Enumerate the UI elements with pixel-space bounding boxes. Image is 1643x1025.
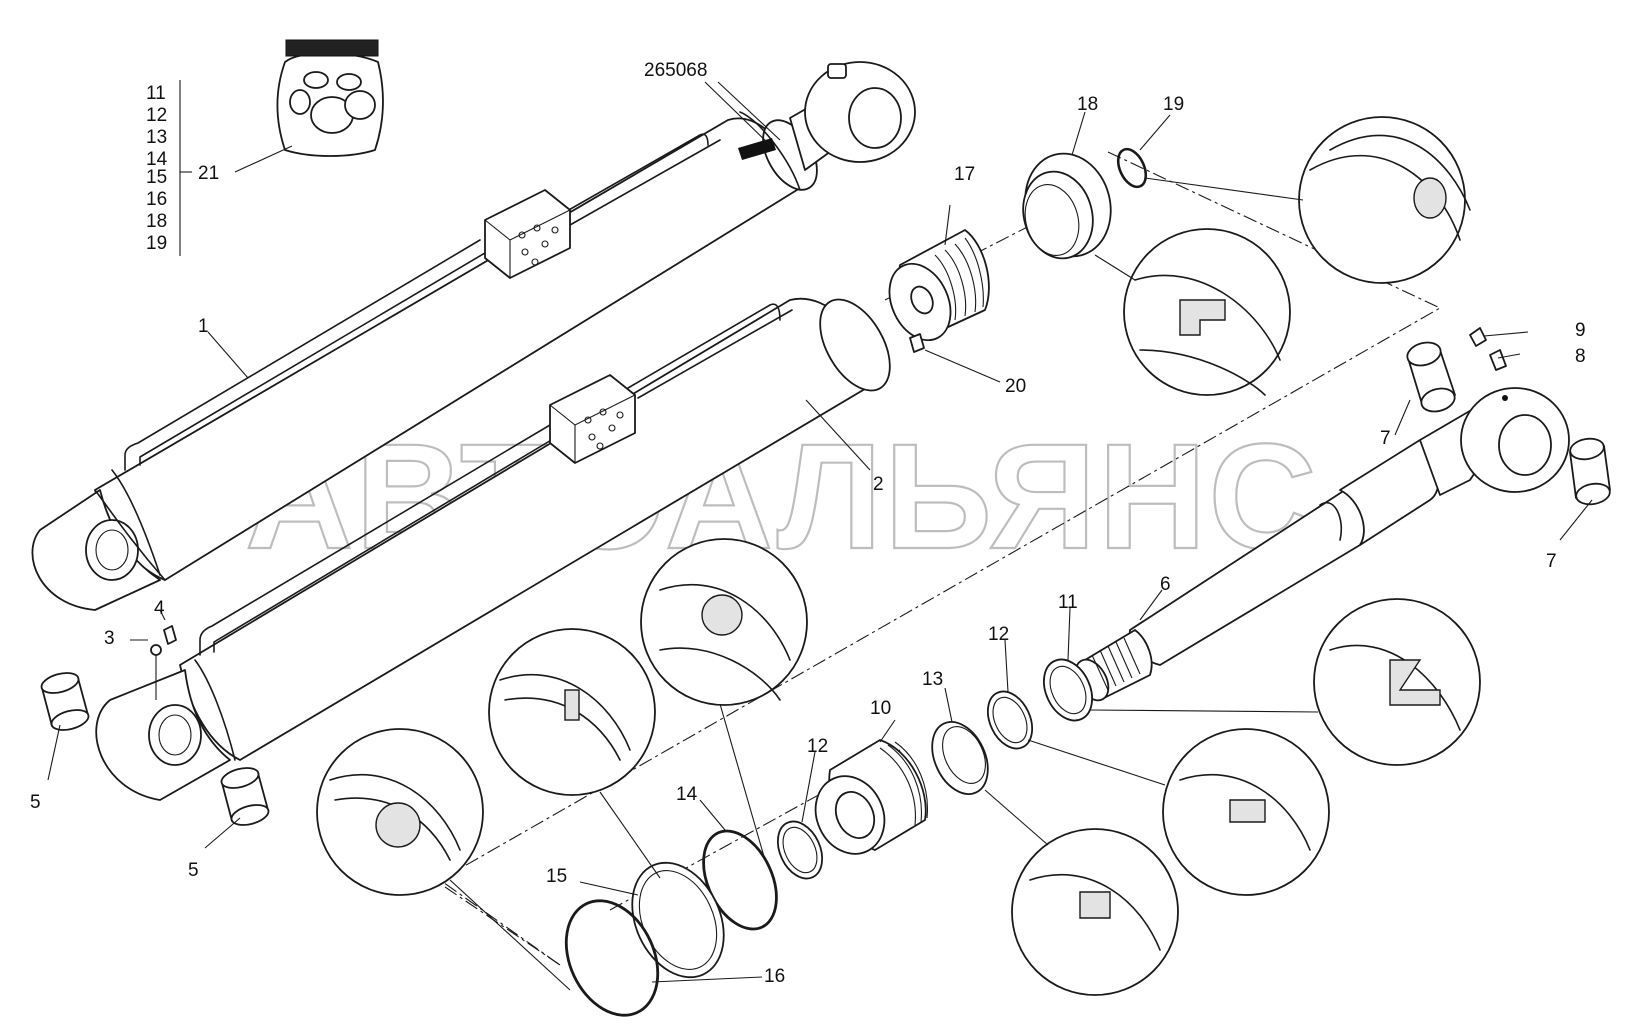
label-part-7-right: 7 [1546, 551, 1557, 572]
ring-12-lower [776, 820, 824, 880]
part-callouts: 1 2 3 4 5 5 6 7 7 8 9 10 11 12 12 13 14 … [30, 60, 1586, 987]
cylinder-head-10 [814, 739, 929, 855]
kit-contents-list: 11 12 13 14 15 16 18 19 [146, 83, 168, 254]
detail-circle-15 [488, 628, 656, 796]
piston-rod-6 [1074, 387, 1570, 702]
hydraulic-cylinder-1 [31, 61, 916, 611]
label-part-17: 17 [954, 164, 975, 185]
label-part-10: 10 [870, 698, 891, 719]
detail-circle-12 [1162, 728, 1330, 896]
bushing-7-right [1569, 437, 1611, 506]
label-part-13: 13 [922, 669, 943, 690]
bushing-5-right [220, 767, 270, 826]
label-part-12-upper: 12 [988, 624, 1009, 645]
label-part-number-code: 265068 [644, 60, 707, 81]
label-part-15: 15 [546, 866, 567, 887]
label-part-1: 1 [198, 316, 209, 337]
label-part-5-right: 5 [188, 860, 199, 881]
label-part-7-top: 7 [1380, 428, 1391, 449]
label-part-9: 9 [1575, 320, 1586, 341]
hydraulic-cylinder-2 [95, 297, 891, 801]
kit-part-item: 14 [146, 149, 168, 170]
detail-circle-19 [1298, 116, 1471, 284]
kit-part-item: 13 [146, 127, 167, 148]
kit-part-item: 11 [146, 83, 166, 104]
label-part-8: 8 [1575, 346, 1586, 367]
bushing-5-left [40, 672, 90, 731]
label-part-14: 14 [676, 784, 698, 805]
backup-ring-15 [631, 861, 725, 979]
label-part-2: 2 [873, 474, 884, 495]
o-ring-19 [1116, 147, 1148, 189]
seal-kit-bag-21 [276, 39, 384, 157]
detail-circle-16 [316, 728, 484, 896]
label-part-11: 11 [1058, 592, 1078, 613]
grease-fitting-8-9 [1469, 327, 1507, 371]
kit-part-item: 16 [146, 189, 167, 210]
ring-12-upper [986, 690, 1034, 750]
kit-part-item: 12 [146, 105, 167, 126]
kit-part-item: 15 [146, 167, 167, 188]
seal-18 [1022, 152, 1112, 260]
ring-13 [931, 721, 989, 795]
label-part-6: 6 [1160, 574, 1171, 595]
label-part-5-left: 5 [30, 792, 41, 813]
detail-circle-18 [1123, 228, 1291, 396]
label-part-18: 18 [1077, 94, 1098, 115]
label-part-4: 4 [154, 598, 165, 619]
bushing-7-top [1406, 341, 1456, 413]
label-part-19: 19 [1163, 94, 1184, 115]
label-part-3: 3 [104, 628, 115, 649]
label-seal-kit-21: 21 [198, 163, 219, 184]
leader-lines [47, 81, 1593, 991]
piston-17 [888, 229, 990, 353]
o-ring-16 [564, 899, 660, 1017]
label-part-16: 16 [764, 966, 785, 987]
detail-circle-14 [640, 538, 808, 706]
label-part-12-lower: 12 [807, 736, 828, 757]
kit-part-item: 18 [146, 211, 167, 232]
label-part-20: 20 [1005, 376, 1026, 397]
ring-11 [1043, 658, 1093, 722]
detail-circle-11 [1313, 598, 1481, 766]
kit-part-item: 19 [146, 233, 167, 254]
detail-circle-13 [1011, 828, 1179, 996]
